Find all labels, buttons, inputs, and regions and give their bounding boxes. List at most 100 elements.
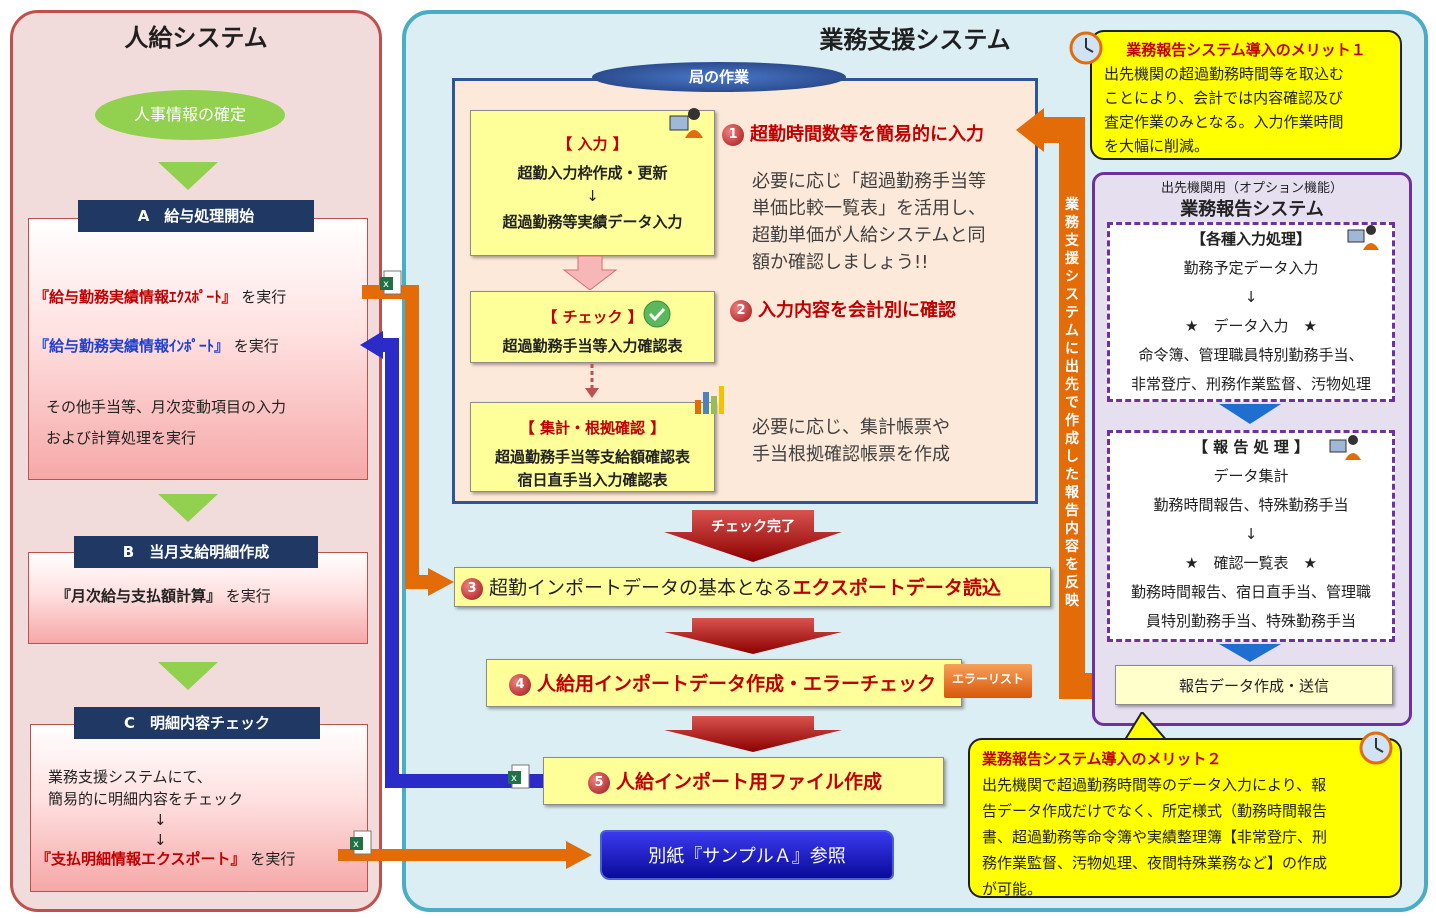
flow-down-arrow bbox=[158, 162, 218, 190]
option-input-line2: ★ データ入力 ★ bbox=[1185, 317, 1317, 335]
sample-reference-scroll[interactable]: 別紙『サンプルＡ』参照 bbox=[600, 830, 894, 880]
summary-line1: 超過勤務手当等支給額確認表 bbox=[494, 448, 690, 466]
flow-down-arrow bbox=[158, 662, 218, 690]
svg-text:x: x bbox=[353, 839, 359, 850]
step2-heading: 2 入力内容を会計別に確認 bbox=[730, 296, 956, 322]
bureau-work-label: 局の作業 bbox=[592, 62, 846, 92]
step-a-line2: 『給与勤務実績情報ｲﾝﾎﾟｰﾄ』 を実行 bbox=[34, 335, 279, 356]
step3-emphasis: エクスポートデータ読込 bbox=[792, 577, 1001, 599]
check-line1: 超過勤務手当等入力確認表 bbox=[502, 337, 683, 355]
note1: 必要に応じ「超過勤務手当等 単価比較一覧表」を活用し、 超勤単価が人給システムと… bbox=[752, 168, 986, 276]
monthly-pay-command: 『月次給与支払額計算』 bbox=[56, 587, 222, 605]
excel-file-icon: x bbox=[350, 830, 372, 855]
red-down-chevron bbox=[664, 618, 842, 654]
clock-icon bbox=[1359, 731, 1393, 765]
step3-box: 3 超勤インポートデータの基本となるエクスポートデータ読込 bbox=[454, 567, 1051, 607]
step-a-line3: その他手当等、月次変動項目の入力 bbox=[46, 398, 287, 416]
step-a-header: A 給与処理開始 bbox=[78, 200, 314, 232]
note2-line1: 必要に応じ、集計帳票や bbox=[752, 417, 950, 438]
merit1-line3: 査定作業のみとなる。入力作業時間 bbox=[1104, 113, 1344, 131]
option-input-line1: 勤務予定データ入力 bbox=[1183, 259, 1319, 277]
option-input-line3: 命令簿、管理職員特別勤務手当、 bbox=[1138, 346, 1364, 364]
step-number-badge: 3 bbox=[461, 577, 483, 600]
clock-icon bbox=[1069, 31, 1103, 65]
option-report-line4: 勤務時間報告、宿日直手当、管理職 bbox=[1130, 583, 1371, 601]
step4-box: 4 人給用インポートデータ作成・エラーチェック bbox=[486, 659, 962, 707]
note2: 必要に応じ、集計帳票や 手当根拠確認帳票を作成 bbox=[752, 414, 950, 468]
note1-line4: 額か確認しましょう!! bbox=[752, 252, 929, 273]
check-box: 【 チェック 】 超過勤務手当等入力確認表 bbox=[470, 291, 715, 363]
option-input-tag: 【各種入力処理】 bbox=[1190, 230, 1311, 248]
input-box: 【 入力 】 超勤入力枠作成・更新 ↓ 超過勤務等実績データ入力 bbox=[470, 110, 715, 256]
payment-export-command: 『支払明細情報エクスポート』 bbox=[36, 850, 246, 868]
input-tag: 【 入力 】 bbox=[557, 135, 628, 153]
merit2-line2: 告データ作成だけでなく、所定様式（勤務時間報告 bbox=[982, 802, 1328, 820]
option-input-line4: 非常登庁、刑務作業監督、汚物処理 bbox=[1130, 375, 1371, 393]
gyomu-shien-title: 業務支援システム bbox=[819, 26, 1011, 54]
flow-down-arrow bbox=[158, 494, 218, 522]
step-b-line1: 『月次給与支払額計算』 を実行 bbox=[56, 585, 271, 606]
step-c-line2: 簡易的に明細内容をチェック bbox=[48, 790, 244, 808]
check-circle-icon bbox=[643, 300, 671, 328]
check-complete-label: チェック完了 bbox=[711, 519, 795, 535]
pink-down-arrow bbox=[562, 256, 618, 290]
down-arrow-text: ↓ bbox=[154, 831, 167, 849]
error-list-tag: エラーリスト bbox=[944, 664, 1032, 698]
summary-box: 【 集計・根拠確認 】 超過勤務手当等支給額確認表 宿日直手当入力確認表 bbox=[470, 402, 715, 492]
note2-line2: 手当根拠確認帳票を作成 bbox=[752, 444, 950, 465]
bar-chart-icon bbox=[695, 386, 724, 414]
merit1-line4: を大幅に削減。 bbox=[1104, 137, 1210, 155]
option-report-tag: 【 報 告 処 理 】 bbox=[1192, 438, 1310, 456]
send-report-text: 報告データ作成・送信 bbox=[1178, 677, 1329, 695]
sample-reference-text: 別紙『サンプルＡ』参照 bbox=[648, 846, 846, 867]
run-suffix: を実行 bbox=[241, 288, 287, 306]
operator-icon bbox=[1329, 435, 1361, 460]
step-a-line4: および計算処理を実行 bbox=[46, 429, 197, 447]
merit2-line5: が可能。 bbox=[982, 880, 1043, 898]
reflect-vertical-label: 業務支援システムに出先で作成した報告内容を反映 bbox=[1065, 197, 1079, 609]
step-number-badge: 2 bbox=[730, 300, 752, 322]
step-b-header: B 当月支給明細作成 bbox=[74, 536, 318, 568]
step1-heading: 1 超勤時間数等を簡易的に入力 bbox=[722, 120, 984, 146]
excel-file-icon: x bbox=[508, 764, 530, 789]
check-tag: 【 チェック 】 bbox=[542, 308, 643, 326]
option-report-line2: 勤務時間報告、特殊勤務手当 bbox=[1153, 496, 1349, 514]
step5-text: 人給インポート用ファイル作成 bbox=[616, 771, 883, 793]
step2-text: 入力内容を会計別に確認 bbox=[758, 300, 956, 321]
option-title: 業務報告システム bbox=[1180, 199, 1324, 220]
option-report-line5: 員特別勤務手当、特殊勤務手当 bbox=[1145, 612, 1356, 630]
input-line2: 超過勤務等実績データ入力 bbox=[502, 213, 683, 231]
note1-line3: 超勤単価が人給システムと同 bbox=[752, 225, 986, 246]
dashed-down-arrow bbox=[585, 364, 599, 398]
merit1-line1: 出先機関の超過勤務時間等を取込む bbox=[1104, 65, 1345, 83]
input-line1: 超勤入力枠作成・更新 bbox=[517, 164, 668, 182]
note1-line2: 単価比較一覧表」を活用し、 bbox=[752, 198, 986, 219]
down-arrow-text: ↓ bbox=[1244, 525, 1258, 543]
step-number-badge: 4 bbox=[509, 673, 531, 696]
step1-text: 超勤時間数等を簡易的に入力 bbox=[750, 124, 984, 145]
step-number-badge: 1 bbox=[722, 124, 744, 146]
step4-text: 人給用インポートデータ作成・エラーチェック bbox=[537, 673, 937, 695]
merit2-line3: 書、超過勤務等命令簿や実績整理簿【非常登庁、刑 bbox=[982, 828, 1328, 846]
blue-down-triangle bbox=[1219, 644, 1281, 662]
merit2-line4: 務作業監督、汚物処理、夜間特殊業務など】の作成 bbox=[982, 854, 1328, 872]
note1-line1: 必要に応じ「超過勤務手当等 bbox=[752, 171, 986, 192]
step-a-line1: 『給与勤務実績情報ｴｸｽﾎﾟｰﾄ』 を実行 bbox=[34, 286, 286, 307]
error-list-label: エラーリスト bbox=[951, 672, 1024, 686]
personnel-confirm-ellipse: 人事情報の確定 bbox=[95, 90, 285, 140]
summary-tag: 【 集計・根拠確認 】 bbox=[519, 419, 666, 437]
run-suffix: を実行 bbox=[233, 337, 279, 355]
option-caption: 出先機関用（オプション機能） bbox=[1160, 181, 1343, 196]
run-suffix: を実行 bbox=[250, 850, 296, 868]
step3-text: 超勤インポートデータの基本となる bbox=[489, 577, 793, 599]
step-a-box bbox=[28, 218, 368, 480]
excel-file-icon: x bbox=[380, 270, 402, 295]
option-report-line3: ★ 確認一覧表 ★ bbox=[1185, 554, 1317, 572]
blue-down-triangle bbox=[1219, 404, 1281, 424]
merit2-line1: 出先機関で超過勤務時間等のデータ入力により、報 bbox=[982, 776, 1327, 794]
run-suffix: を実行 bbox=[225, 587, 271, 605]
export-command: 『給与勤務実績情報ｴｸｽﾎﾟｰﾄ』 bbox=[34, 288, 237, 306]
svg-text:x: x bbox=[511, 773, 517, 784]
step-c-line1: 業務支援システムにて、 bbox=[48, 768, 212, 786]
summary-line2: 宿日直手当入力確認表 bbox=[517, 471, 668, 489]
